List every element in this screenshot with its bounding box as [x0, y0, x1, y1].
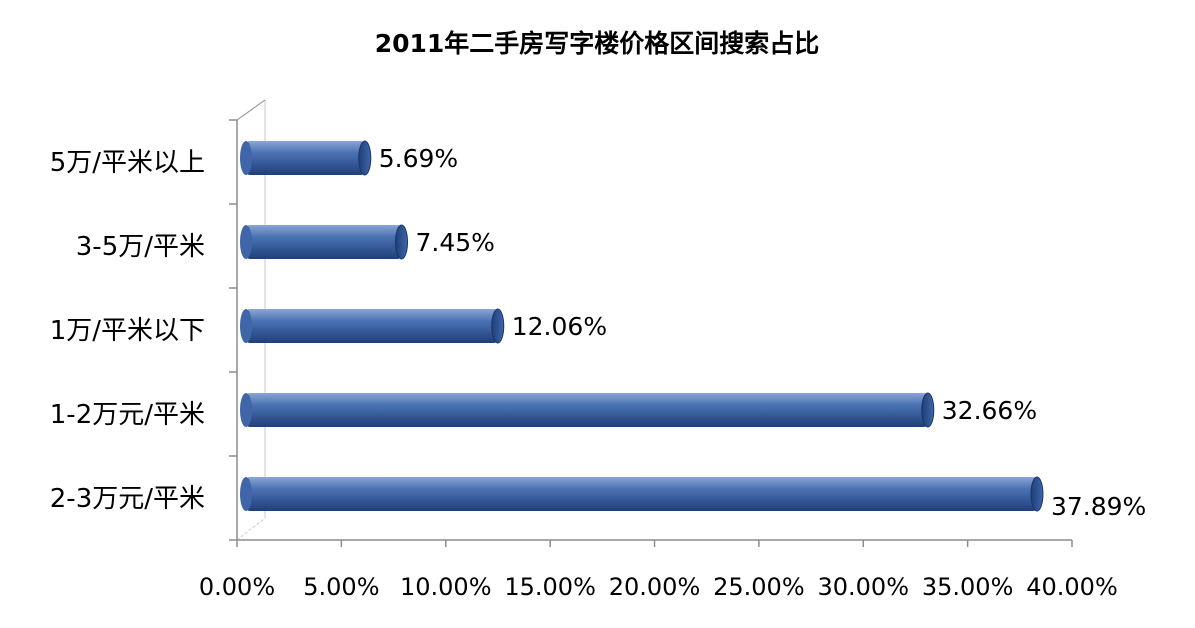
- bar-body: [246, 393, 928, 427]
- x-axis-ticks: 0.00% 5.00% 10.00% 15.00% 20.00% 25.00% 30.00%…: [199, 540, 1118, 601]
- bar-cap-right: [358, 140, 372, 176]
- bar: [240, 224, 409, 260]
- category-label: 2-3万元/平米: [50, 484, 205, 514]
- bar-cap-left: [240, 477, 252, 511]
- bar-body: [246, 309, 498, 343]
- data-label: 7.45%: [416, 228, 495, 257]
- x-tick-label: 35.00%: [922, 573, 1014, 601]
- bar-cap-left: [240, 225, 252, 259]
- bar-cap-right: [395, 224, 409, 260]
- category-label: 1万/平米以下: [50, 316, 205, 346]
- chart-title: 2011年二手房写字楼价格区间搜索占比: [375, 29, 820, 58]
- data-label: 37.89%: [1051, 492, 1146, 521]
- data-label: 5.69%: [379, 144, 458, 173]
- category-label: 3-5万/平米: [76, 232, 205, 262]
- x-tick-label: 20.00%: [609, 573, 701, 601]
- category-label: 5万/平米以上: [50, 148, 205, 178]
- y-axis-ticks: 5万/平米以上 3-5万/平米 1万/平米以下 1-2万元/平米 2-3万元/平米: [50, 119, 237, 541]
- bar: [240, 476, 1044, 512]
- x-tick-label: 40.00%: [1026, 573, 1118, 601]
- bar: [240, 308, 505, 344]
- bar-body: [246, 477, 1037, 511]
- bar-cap-left: [240, 141, 252, 175]
- x-tick-label: 15.00%: [504, 573, 596, 601]
- x-tick-label: 30.00%: [817, 573, 909, 601]
- x-tick-label: 25.00%: [713, 573, 805, 601]
- data-label: 12.06%: [512, 312, 607, 341]
- bar-cap-right: [1030, 476, 1044, 512]
- bars: 5.69% 7.45% 12.06% 32.66% 37.89%: [240, 140, 1146, 521]
- bar-body: [246, 225, 402, 259]
- bar-body: [246, 141, 365, 175]
- data-label: 32.66%: [942, 396, 1037, 425]
- depth-line-bottom: [236, 517, 266, 541]
- x-tick-label: 0.00%: [199, 573, 275, 601]
- bar-cap-right: [921, 392, 935, 428]
- x-tick-label: 10.00%: [400, 573, 492, 601]
- bar-cap-left: [240, 309, 252, 343]
- bar: [240, 392, 935, 428]
- category-label: 1-2万元/平米: [50, 400, 205, 430]
- bar-cap-right: [491, 308, 505, 344]
- bar: [240, 140, 372, 176]
- depth-line-top: [236, 99, 266, 121]
- bar-cap-left: [240, 393, 252, 427]
- x-tick-label: 5.00%: [303, 573, 379, 601]
